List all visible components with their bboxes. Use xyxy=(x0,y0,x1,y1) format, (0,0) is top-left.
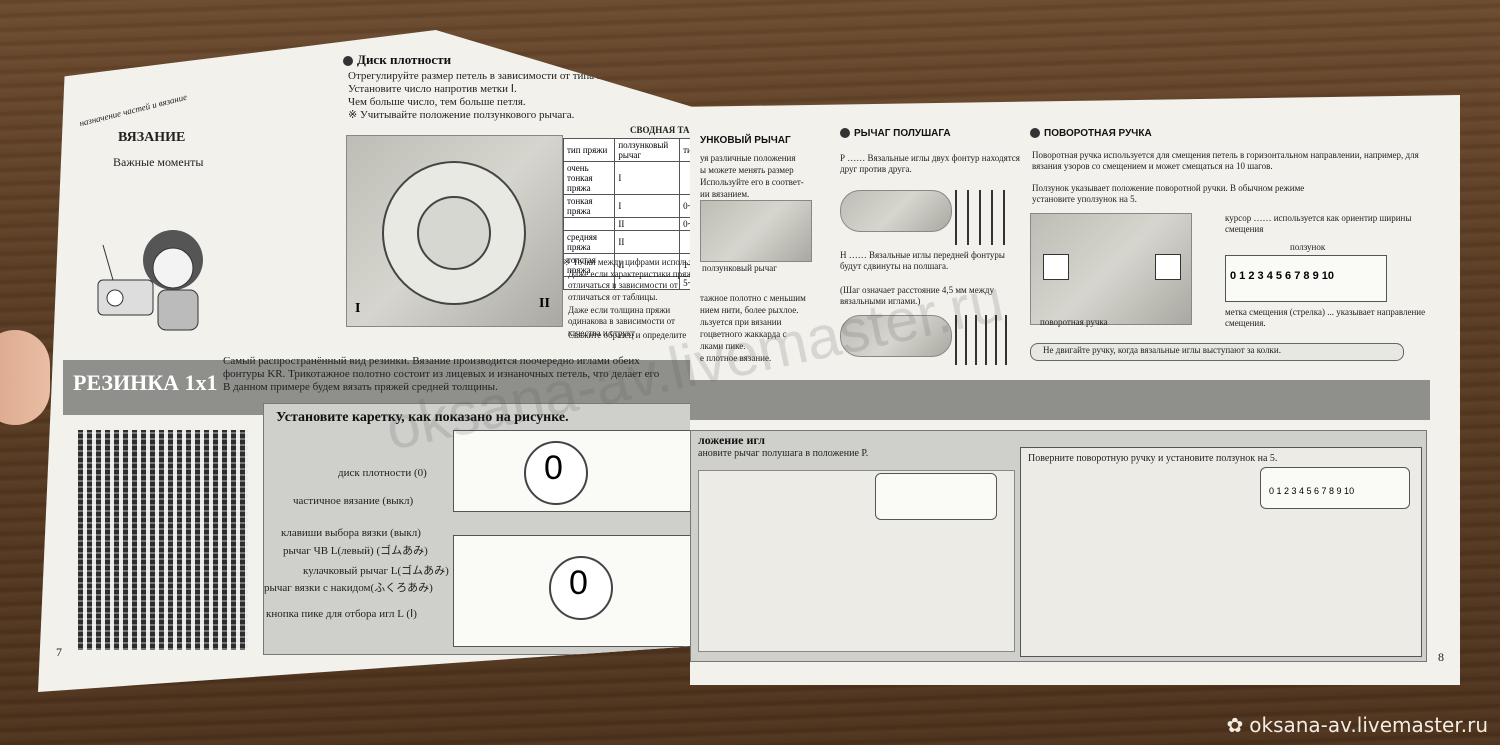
shift-marker-label: метка смещения (стрелка) ... указывает н… xyxy=(1225,307,1426,329)
table-row: толстая пряжаII1~3 xyxy=(562,253,701,277)
bullet-dot-icon xyxy=(840,128,850,139)
thumb xyxy=(0,330,50,425)
small-scale-numbers: 0 1 2 3 4 5 6 7 8 9 10 xyxy=(1269,486,1355,496)
dial-mark-left: I xyxy=(355,301,361,316)
col2-note: (Шаг означает расстояние 4,5 мм между вя… xyxy=(840,285,994,307)
slide-lever-photo xyxy=(700,200,812,262)
note-4: Свяжите образец и определите xyxy=(568,330,687,340)
flower-logo-icon: ✿ xyxy=(1226,713,1244,737)
bullet-dot-icon xyxy=(343,56,353,67)
col1-line-10: е плотное вязание. xyxy=(700,353,772,363)
dial-bullet-4: ※ Учитывайте положение ползункового рыча… xyxy=(348,109,575,121)
arrow-left-icon xyxy=(1043,254,1069,280)
label-tuck-lever: рычаг вязки с накидом(ふくろあみ) xyxy=(264,582,433,594)
slide-lever-caption: ползунковый рычаг xyxy=(702,263,777,273)
footer-site-url: oksana-av.livemaster.ru xyxy=(1249,713,1488,737)
note-1: ※ Точки между цифрами использовать xyxy=(563,257,701,267)
col2-heading: РЫЧАГ ПОЛУШАГА xyxy=(854,128,951,139)
dial-mark-right: II xyxy=(539,296,550,311)
needle-offset-icon xyxy=(955,315,1015,365)
tension-dial-zero: 0 xyxy=(524,441,588,505)
carriage-upper-diagram: 0 xyxy=(453,430,695,512)
col1-line-2: ы можете менять размер xyxy=(700,165,794,175)
dial-zero-label: 0 xyxy=(544,449,563,487)
cursor-label: курсор …… используется как ориентир шири… xyxy=(1225,213,1412,235)
col1-line-6: нием нити, более рыхлое. xyxy=(700,305,799,315)
page-subtitle: Важные моменты xyxy=(113,155,204,169)
section2-heading: ложение игл xyxy=(698,433,765,447)
page-number-right: 8 xyxy=(1438,650,1444,664)
step1-instruction: Установите каретку, как показано на рису… xyxy=(276,410,569,425)
col1-line-4: ии вязанием. xyxy=(700,189,750,199)
tension-dial-photo: I II xyxy=(346,135,563,327)
label-pattern-keys: клавиши выбора вязки (выкл) xyxy=(281,527,421,539)
label-hold-lever: рычаг ЧВ L(левый) (ゴムあみ) xyxy=(283,545,428,557)
warning-note: Не двигайте ручку, когда вязальные иглы … xyxy=(1030,343,1404,361)
section-tag: назначение частей и вязание xyxy=(78,91,188,129)
band-text-3: В данном примере будем вязать пряжей сре… xyxy=(223,381,498,393)
col1-line-7: льзуется при вязании xyxy=(700,317,782,327)
tension-dial-center xyxy=(417,196,491,270)
label-cam-lever: кулачковый рычаг L(ゴムあみ) xyxy=(303,565,449,577)
shift-scale-numbers: 0 1 2 3 4 5 6 7 8 9 10 xyxy=(1230,270,1334,282)
page-title: ВЯЗАНИЕ xyxy=(118,130,186,145)
section2-step: ановите рычаг полушага в положение Р. xyxy=(698,448,869,459)
dial-bullet-3: Чем больше число, тем больше петля. xyxy=(348,96,526,108)
col1-line-3: Используйте его в соответ- xyxy=(700,177,804,187)
dial-heading: Диск плотности xyxy=(357,52,452,67)
label-tension-dial: диск плотности (0) xyxy=(338,467,427,479)
cam-dial-zero-label: 0 xyxy=(569,564,588,602)
label-partial-knit: частичное вязание (выкл) xyxy=(293,495,414,507)
col1-line-9: лками пике. xyxy=(700,341,746,351)
carriage-lower-diagram: 0 xyxy=(453,535,695,647)
table-heading: СВОДНАЯ ТА xyxy=(630,125,690,135)
shift-scale: 0 1 2 3 4 5 6 7 8 9 10 xyxy=(1225,255,1387,302)
rotary-knob-photo xyxy=(1030,213,1192,325)
table-header: ползунковый рычаг xyxy=(614,138,681,162)
col1-line-5: тажное полотно с меньшим xyxy=(700,293,806,303)
section3-step: Поверните поворотную ручку и установите … xyxy=(1028,453,1278,464)
col3-bullet-1: Поворотная ручка используется для смещен… xyxy=(1032,150,1419,172)
col3-bullet-2: Ползунок указывает положение поворотной … xyxy=(1032,183,1305,205)
small-shift-scale: 0 1 2 3 4 5 6 7 8 9 10 xyxy=(1260,467,1410,509)
girl-icon xyxy=(97,230,203,331)
table-row: II0~2 xyxy=(562,217,701,231)
band-text-2: фонтуры KR. Трикотажное полотно состоит … xyxy=(223,368,660,380)
col1-line-1: уя различные положения xyxy=(700,153,796,163)
label-pick-button: кнопка пике для отбора игл L (Ⅰ) xyxy=(266,608,417,620)
dial-bullet-2: Установите число напротив метки Ⅰ. xyxy=(348,83,517,95)
cartoon-girl-illustration xyxy=(93,220,233,340)
right-section-band xyxy=(690,380,1430,420)
knit-swatch-photo xyxy=(78,430,248,650)
half-pitch-p-illustration xyxy=(840,190,952,232)
table-row: тонкая пряжаI0~1 xyxy=(562,194,701,218)
col1-line-8: гоцветного жаккарда с xyxy=(700,329,787,339)
bullet-dot-icon xyxy=(1030,128,1040,139)
rotary-knob-caption: поворотная ручка xyxy=(1040,317,1108,327)
tension-dial xyxy=(382,161,526,305)
col2-p-text: Р …… Вязальные иглы двух фонтур находятс… xyxy=(840,153,1020,175)
col2-h-text: Н …… Вязальные иглы передней фонтуры буд… xyxy=(840,250,1005,272)
note-3: Даже если толщина пряжи одинакова в зави… xyxy=(568,305,675,338)
page-number-left: 7 xyxy=(56,645,62,659)
slider-label: ползунок xyxy=(1290,242,1326,252)
left-page: назначение частей и вязание ВЯЗАНИЕ Важн… xyxy=(38,30,701,692)
table-header: тип пряжи xyxy=(562,138,616,162)
arrow-right-icon xyxy=(1155,254,1181,280)
note-2: Даже если характеристики пряжи отличатьс… xyxy=(568,269,698,302)
half-pitch-h-illustration xyxy=(840,315,952,357)
half-pitch-lever-inset xyxy=(875,473,997,520)
col3-heading: ПОВОРОТНАЯ РУЧКА xyxy=(1044,128,1152,139)
band-text-1: Самый распространённый вид резинки. Вяза… xyxy=(223,355,640,367)
right-page: УНКОВЫЙ РЫЧАГ уя различные положения ы м… xyxy=(690,95,1460,685)
needle-pairs-icon xyxy=(955,190,1015,245)
yarn-summary-table: тип пряжи ползунковый рычаг тип очень то… xyxy=(562,138,701,290)
warning-text: Не двигайте ручку, когда вязальные иглы … xyxy=(1043,345,1281,355)
rib-section-title: РЕЗИНКА 1х1 xyxy=(73,370,218,395)
cam-dial: 0 xyxy=(549,556,613,620)
col1-heading: УНКОВЫЙ РЫЧАГ xyxy=(700,135,791,146)
